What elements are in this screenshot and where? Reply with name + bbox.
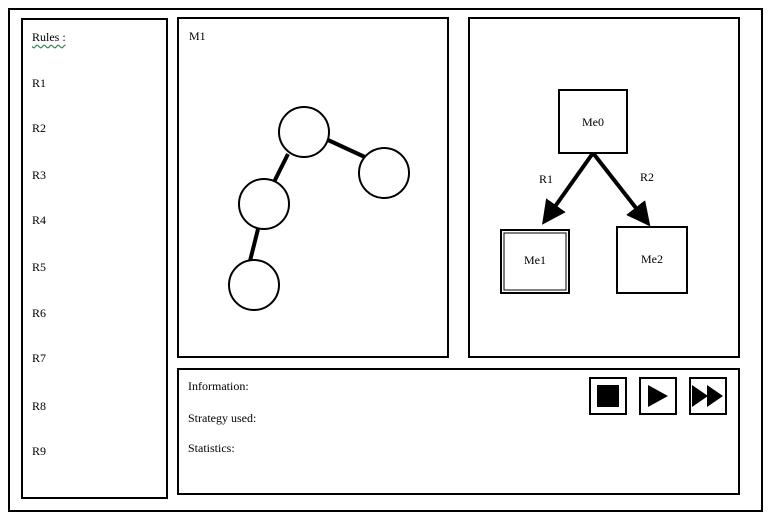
graph-edge: [272, 153, 290, 183]
play-button[interactable]: [639, 377, 677, 415]
tree-edge-left: [542, 151, 595, 225]
strategy-label: Strategy used:: [188, 411, 257, 425]
graph-node[interactable]: [358, 147, 410, 199]
graph-edge: [327, 138, 368, 160]
rule-item-r4[interactable]: R4: [32, 213, 47, 227]
graph-node[interactable]: [278, 106, 330, 158]
state-label-me2: Me2: [641, 252, 663, 266]
rule-item-r3[interactable]: R3: [32, 168, 47, 182]
model-panel: M1: [177, 17, 449, 358]
stop-icon: [597, 385, 619, 407]
edge-label-r1: R1: [539, 172, 553, 186]
rule-item-r2[interactable]: R2: [32, 121, 47, 135]
state-node-me2[interactable]: [616, 226, 688, 294]
rule-item-r9[interactable]: R9: [32, 444, 47, 458]
graph-edge: [248, 228, 260, 262]
rule-item-r5[interactable]: R5: [32, 260, 47, 274]
rule-item-r6[interactable]: R6: [32, 306, 47, 320]
statistics-label: Statistics:: [188, 441, 235, 455]
state-node-me0[interactable]: [558, 89, 628, 154]
state-tree: Me0 Me1 Me2 R1 R2: [500, 89, 688, 294]
information-panel: Information: Strategy used: Statistics:: [177, 368, 740, 495]
tree-edge-right: [591, 151, 651, 227]
fast-forward-icon: [692, 385, 723, 407]
state-label-me0: Me0: [582, 115, 604, 129]
rules-title: Rules :: [32, 30, 66, 44]
rule-item-r7[interactable]: R7: [32, 351, 47, 365]
model-label: M1: [189, 29, 206, 43]
rule-item-r1[interactable]: R1: [32, 76, 47, 90]
rules-panel: Rules : R1 R2 R3 R4 R5 R6 R7 R8 R9: [21, 18, 168, 499]
fast-forward-button[interactable]: [689, 377, 727, 415]
state-label-me1: Me1: [524, 253, 546, 267]
state-node-me1[interactable]: [500, 229, 570, 294]
rule-item-r8[interactable]: R8: [32, 399, 47, 413]
graph-node[interactable]: [238, 178, 290, 230]
model-graph: [228, 106, 410, 311]
graph-node[interactable]: [228, 259, 280, 311]
edge-label-r2: R2: [640, 170, 654, 184]
play-icon: [648, 385, 668, 407]
stop-button[interactable]: [589, 377, 627, 415]
state-node-me1-inner: [503, 232, 567, 291]
information-label: Information:: [188, 379, 249, 393]
state-tree-panel: Me0 Me1 Me2 R1 R2: [468, 17, 740, 358]
